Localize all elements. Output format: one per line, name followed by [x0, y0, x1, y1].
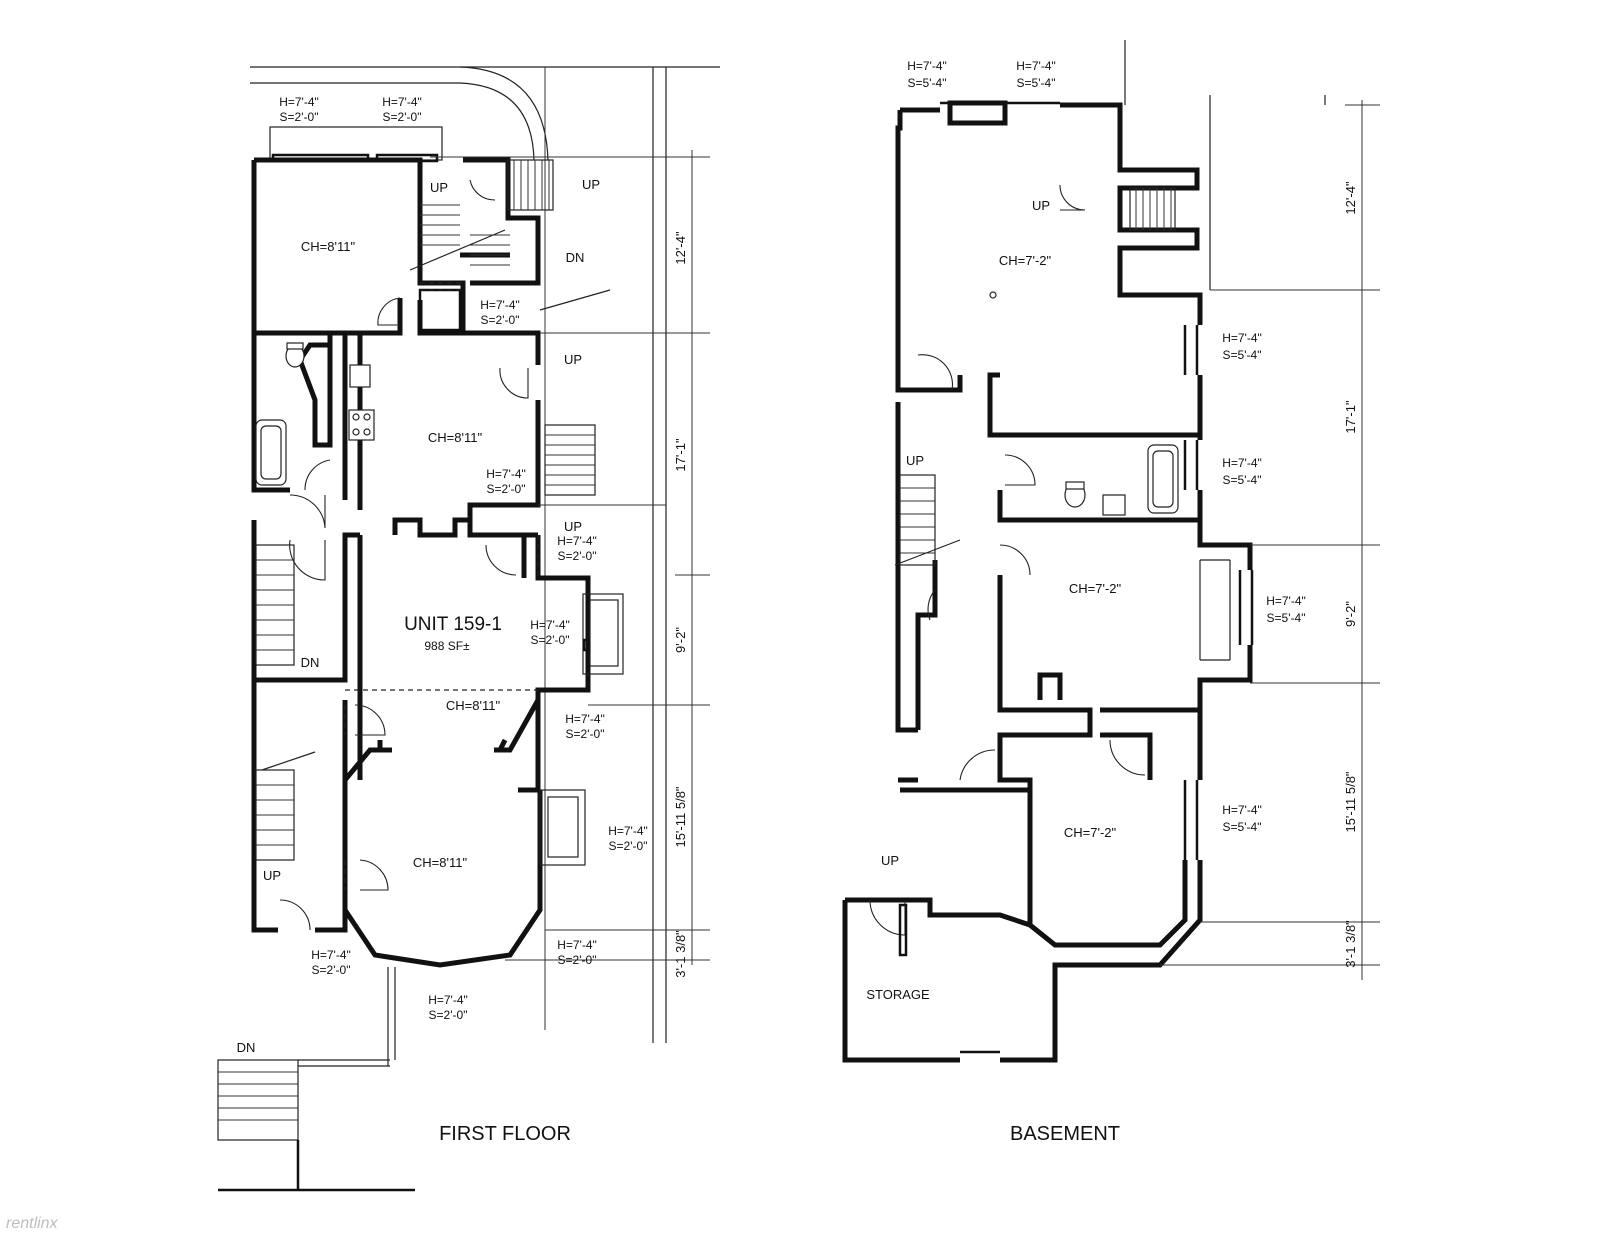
window-height-label: H=7'-4"	[557, 938, 597, 952]
window-height-label: H=7'-4"	[1016, 59, 1056, 73]
window-sill-label: S=5'-4"	[1223, 348, 1262, 362]
window-height-label: H=7'-4"	[530, 618, 570, 632]
dimension-label: 15'-11 5/8"	[1343, 771, 1358, 832]
stair-direction-label: DN	[566, 250, 585, 265]
stair-direction-label: UP	[582, 177, 600, 192]
storage-label: STORAGE	[866, 987, 930, 1002]
window-height-label: H=7'-4"	[480, 298, 520, 312]
window-sill-label: S=2'-0"	[609, 839, 648, 853]
ceiling-height-label: CH=8'11"	[446, 698, 501, 713]
basement-stairs	[894, 187, 1176, 566]
window-sill-label: S=2'-0"	[558, 549, 597, 563]
stair-direction-label: DN	[301, 655, 320, 670]
window-sill-label: S=5'-4"	[1223, 473, 1262, 487]
stair-direction-label: UP	[1032, 198, 1050, 213]
stair-direction-label: UP	[564, 519, 582, 534]
dimension-label: 15'-11 5/8"	[673, 786, 688, 847]
window-sill-label: S=2'-0"	[429, 1008, 468, 1022]
basement-doors	[869, 184, 1146, 957]
window-sill-label: S=2'-0"	[383, 110, 422, 124]
window-height-label: H=7'-4"	[1222, 331, 1262, 345]
first-floor-stairs	[217, 159, 611, 1192]
stair-direction-label: UP	[906, 453, 924, 468]
window-height-label: H=7'-4"	[428, 993, 468, 1007]
unit-area: 988 SF±	[424, 639, 470, 653]
window-height-label: H=7'-4"	[565, 712, 605, 726]
stair-direction-label: UP	[564, 352, 582, 367]
ceiling-height-label: CH=7'-2"	[1069, 581, 1122, 596]
basement-labels: BASEMENT CH=7'-2" CH=7'-2" CH=7'-2" UP U…	[866, 59, 1358, 1145]
watermark: rentlinx	[6, 1215, 59, 1232]
dimension-label: 12'-4"	[1343, 181, 1358, 215]
window-height-label: H=7'-4"	[486, 467, 526, 481]
window-height-label: H=7'-4"	[279, 95, 319, 109]
stair-direction-label: DN	[237, 1040, 256, 1055]
ceiling-height-label: CH=7'-2"	[1064, 825, 1117, 840]
dimension-label: 9'-2"	[1343, 601, 1358, 627]
dimension-label: 17'-1"	[1343, 400, 1358, 434]
window-sill-label: S=5'-4"	[1017, 76, 1056, 90]
basement-title: BASEMENT	[1010, 1123, 1120, 1145]
window-sill-label: S=5'-4"	[1267, 611, 1306, 625]
window-sill-label: S=2'-0"	[531, 633, 570, 647]
basement-plan	[842, 40, 1380, 1063]
window-sill-label: S=2'-0"	[487, 482, 526, 496]
window-sill-label: S=2'-0"	[280, 110, 319, 124]
ceiling-height-label: CH=8'11"	[301, 239, 356, 254]
window-height-label: H=7'-4"	[557, 534, 597, 548]
stair-direction-label: UP	[881, 853, 899, 868]
dimension-label: 3'-1 3/8"	[673, 930, 688, 978]
window-sill-label: S=2'-0"	[558, 953, 597, 967]
dimension-label: 9'-2"	[673, 627, 688, 653]
window-height-label: H=7'-4"	[907, 59, 947, 73]
dimension-label: 12'-4"	[673, 231, 688, 265]
unit-name: UNIT 159-1	[404, 614, 502, 635]
window-sill-label: S=2'-0"	[312, 963, 351, 977]
first-floor-labels: FIRST FLOOR UNIT 159-1 988 SF± CH=8'11" …	[237, 95, 688, 1145]
window-height-label: H=7'-4"	[608, 824, 648, 838]
ceiling-height-label: CH=7'-2"	[999, 253, 1052, 268]
window-height-label: H=7'-4"	[1222, 803, 1262, 817]
window-sill-label: S=2'-0"	[481, 313, 520, 327]
dimension-label: 17'-1"	[673, 438, 688, 472]
window-sill-label: S=5'-4"	[908, 76, 947, 90]
window-sill-label: S=2'-0"	[566, 727, 605, 741]
first-floor-doors	[279, 179, 539, 931]
window-height-label: H=7'-4"	[311, 948, 351, 962]
window-height-label: H=7'-4"	[1222, 456, 1262, 470]
window-height-label: H=7'-4"	[382, 95, 422, 109]
first-floor-title: FIRST FLOOR	[439, 1123, 571, 1145]
first-floor-plan	[217, 66, 720, 1192]
ceiling-height-label: CH=8'11"	[413, 855, 468, 870]
ceiling-height-label: CH=8'11"	[428, 430, 483, 445]
stair-direction-label: UP	[430, 180, 448, 195]
stair-direction-label: UP	[263, 868, 281, 883]
dimension-label: 3'-1 3/8"	[1343, 920, 1358, 968]
window-height-label: H=7'-4"	[1266, 594, 1306, 608]
window-sill-label: S=5'-4"	[1223, 820, 1262, 834]
